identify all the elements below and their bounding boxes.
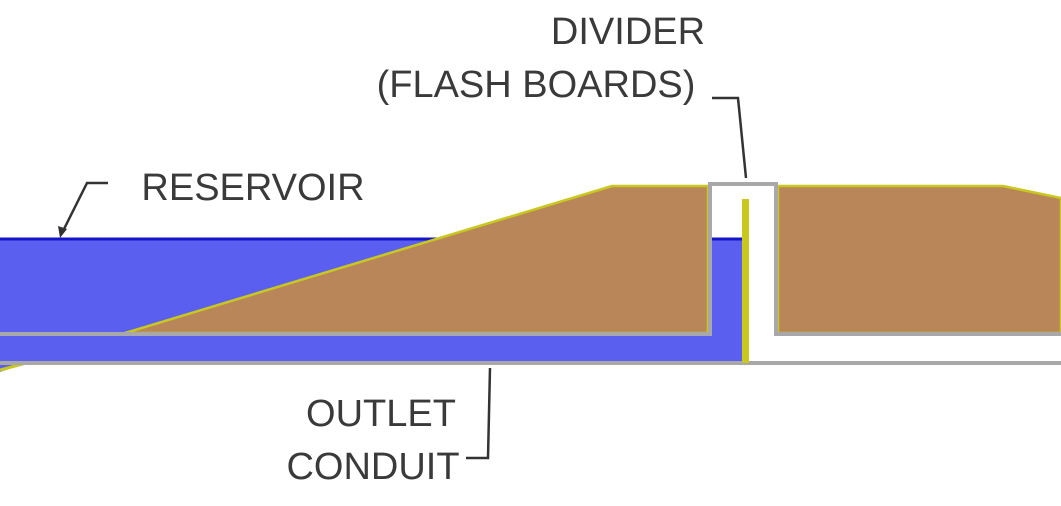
riser-left-wall bbox=[708, 182, 778, 336]
reservoir-label: RESERVOIR bbox=[141, 167, 364, 209]
embankment-right bbox=[776, 184, 1061, 335]
reservoir-leader-line bbox=[60, 181, 108, 234]
outlet-leader-line bbox=[466, 367, 492, 460]
conduit-water bbox=[0, 336, 745, 362]
reservoir-water bbox=[0, 239, 440, 333]
reservoir-leader-arrow bbox=[58, 226, 67, 238]
outlet-label-line1: OUTLET bbox=[306, 393, 456, 435]
riser-water bbox=[712, 239, 745, 336]
outlet-label-line2: CONDUIT bbox=[286, 446, 459, 488]
divider-leader-line bbox=[712, 96, 748, 179]
flash-board-divider bbox=[742, 199, 749, 363]
divider-label-line1: DIVIDER bbox=[551, 11, 705, 53]
divider-label-line2: (FLASH BOARDS) bbox=[377, 64, 696, 106]
